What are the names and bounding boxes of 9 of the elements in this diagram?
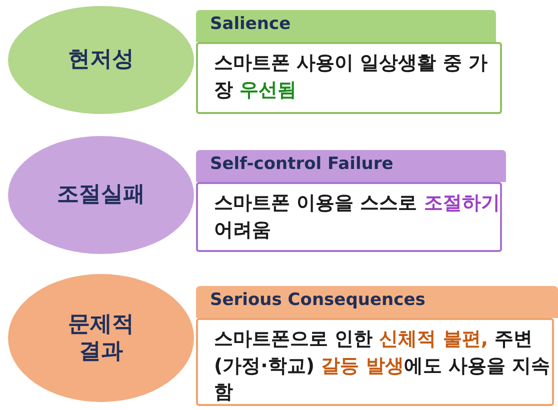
category-label: 조절실패	[56, 181, 146, 209]
header-bar: Self-control Failure	[196, 150, 506, 182]
category-label: 문제적 결과	[67, 310, 135, 366]
category-label: 현저성	[67, 46, 135, 74]
description-text: 스마트폰으로 인한 신체적 불편, 주변(가정·학교) 갈등 발생에도 사용을 지속함	[214, 327, 552, 406]
header-bar: Serious Consequences	[196, 286, 558, 318]
header-bar: Salience	[196, 10, 496, 42]
description-text: 스마트폰 사용이 일상생활 중 가장 우선됨	[214, 51, 488, 103]
description-text: 스마트폰 이용을 스스로 조절하기 어려움	[214, 191, 500, 243]
